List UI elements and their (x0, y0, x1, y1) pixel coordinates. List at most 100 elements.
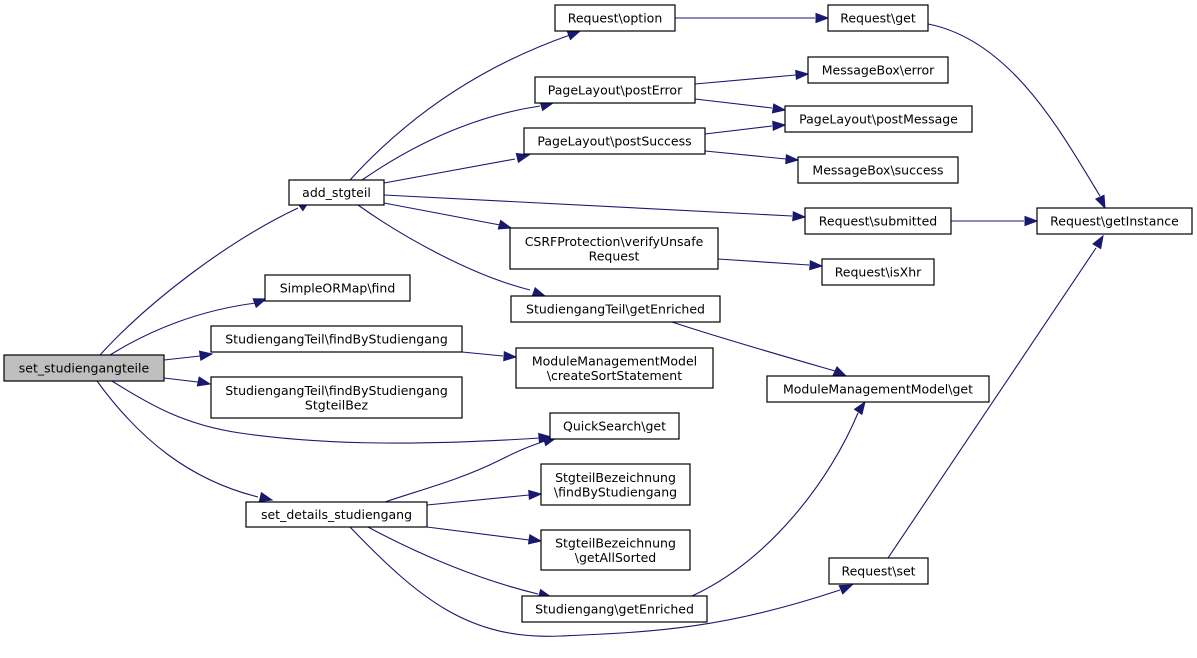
node-box[interactable] (288, 179, 385, 206)
edge-line (383, 202, 501, 226)
edge-line (383, 194, 793, 217)
node-box[interactable] (807, 56, 949, 84)
node-box[interactable] (245, 501, 428, 528)
arrowhead-icon (198, 350, 214, 361)
node-label: Request\get (840, 11, 916, 26)
node-pagelayout-postmessage[interactable]: PageLayout\postMessage (784, 105, 973, 133)
node-box[interactable] (3, 354, 165, 382)
node-box[interactable] (1036, 207, 1193, 235)
node-label: StudiengangTeil\getEnriched (526, 302, 705, 317)
node-messagebox-success[interactable]: MessageBox\success (797, 156, 959, 184)
edge-add_stgteil-to-pagelayout_posterror (361, 101, 555, 181)
edge-pagelayout_posterror-to-pagelayout_postmessage (694, 98, 787, 114)
arrowhead-icon (252, 298, 268, 309)
node-box[interactable] (828, 557, 929, 585)
node-box[interactable] (210, 325, 463, 353)
node-studiengangteil-getenriched[interactable]: StudiengangTeil\getEnriched (510, 295, 721, 323)
edge-line (704, 150, 787, 160)
arrowhead-icon (531, 286, 547, 297)
node-label: Request\option (568, 11, 663, 26)
node-box[interactable] (784, 105, 973, 133)
edge-set_details_studiengang-to-request_set (349, 526, 854, 637)
arrowhead-icon (258, 491, 274, 503)
node-stgteilbezeichnung-getallsorted[interactable]: StgteilBezeichnung\getAllSorted (540, 529, 691, 571)
node-label: StudiengangTeil\findByStudiengang (225, 332, 448, 347)
edge-request_submitted-to-request_getinstance (951, 215, 1039, 227)
node-box[interactable] (549, 412, 680, 440)
edge-set_details_studiengang-to-stgteilbezeichnung_getallsorted (426, 526, 543, 545)
node-request-set[interactable]: Request\set (828, 557, 929, 585)
node-label: StgteilBezeichnung (555, 470, 676, 485)
node-box[interactable] (827, 4, 929, 32)
edge-line (349, 526, 841, 637)
node-box[interactable] (521, 595, 708, 623)
node-box[interactable] (210, 376, 463, 419)
edge-line (349, 34, 571, 181)
node-stgteilbezeichnung-findbystudiengang[interactable]: StgteilBezeichnung\findByStudiengang (540, 463, 691, 506)
node-label: PageLayout\postMessage (799, 112, 958, 127)
edge-line (109, 302, 257, 356)
node-request-submitted[interactable]: Request\submitted (804, 207, 952, 235)
node-box[interactable] (540, 529, 691, 571)
arrowhead-icon (1092, 234, 1104, 250)
node-label: PageLayout\postSuccess (537, 134, 691, 149)
node-box[interactable] (534, 76, 696, 104)
arrowhead-icon (771, 103, 787, 114)
arrowhead-icon (1094, 194, 1106, 210)
node-pagelayout-postsuccess[interactable]: PageLayout\postSuccess (523, 127, 706, 155)
node-studiengangteil-findbystudiengang[interactable]: StudiengangTeil\findByStudiengang (210, 325, 463, 353)
edge-line (357, 204, 531, 291)
node-set-studiengangteile[interactable]: set_studiengangteile (3, 354, 165, 382)
arrowhead-icon (503, 350, 518, 362)
node-box[interactable] (554, 4, 676, 32)
node-request-getinstance[interactable]: Request\getInstance (1036, 207, 1193, 235)
node-label: ModuleManagementModel\get (783, 382, 973, 397)
edge-line (694, 98, 773, 109)
node-label: \createSortStatement (547, 368, 682, 383)
nodes-layer: set_studiengangteile add_stgteilSimpleORM… (3, 4, 1193, 623)
arrowhead-icon (795, 69, 810, 81)
node-box[interactable] (821, 258, 935, 286)
edge-request_set-to-request_getinstance (887, 234, 1104, 559)
edge-line (691, 412, 859, 597)
node-studiengangteil-findbystudiengangstgteilbez[interactable]: StudiengangTeil\findByStudiengangStgteil… (210, 376, 463, 419)
edge-add_stgteil-to-pagelayout_postsuccess (383, 152, 531, 184)
node-request-isxhr[interactable]: Request\isXhr (821, 258, 935, 286)
node-request-option[interactable]: Request\option (554, 4, 676, 32)
node-box[interactable] (510, 295, 721, 323)
node-label: Request\isXhr (835, 265, 922, 280)
node-label: Request (589, 248, 640, 263)
node-quicksearch-get[interactable]: QuickSearch\get (549, 412, 680, 440)
node-set-details-studiengang[interactable]: set_details_studiengang (245, 501, 428, 528)
node-modulemanagementmodel-createsortstatement[interactable]: ModuleManagementModel\createSortStatemen… (515, 347, 714, 389)
node-add-stgteil[interactable]: add_stgteil (288, 179, 385, 206)
node-box[interactable] (540, 463, 691, 506)
node-simpleormap-find[interactable]: SimpleORMap\find (264, 274, 411, 302)
node-label: StudiengangTeil\findByStudiengang (225, 383, 448, 398)
arrowhead-icon (515, 152, 531, 164)
node-box[interactable] (515, 347, 714, 389)
edge-line (426, 526, 530, 541)
node-box[interactable] (523, 127, 706, 155)
arrowhead-icon (566, 30, 582, 41)
node-label: set_details_studiengang (261, 507, 412, 522)
node-label: QuickSearch\get (563, 419, 666, 434)
node-box[interactable] (766, 375, 990, 403)
node-box[interactable] (804, 207, 952, 235)
arrowhead-icon (196, 376, 212, 387)
node-studiengang-getenriched[interactable]: Studiengang\getEnriched (521, 595, 708, 623)
edge-line (111, 380, 541, 444)
node-pagelayout-posterror[interactable]: PageLayout\postError (534, 76, 696, 104)
edge-pagelayout_postsuccess-to-pagelayout_postmessage (704, 120, 787, 135)
node-messagebox-error[interactable]: MessageBox\error (807, 56, 949, 84)
node-box[interactable] (797, 156, 959, 184)
node-modulemanagementmodel-get[interactable]: ModuleManagementModel\get (766, 375, 990, 403)
node-request-get[interactable]: Request\get (827, 4, 929, 32)
edge-line (361, 105, 541, 181)
node-label: Studiengang\getEnriched (535, 602, 694, 617)
node-label: StgteilBez (305, 397, 369, 412)
node-box[interactable] (264, 274, 411, 302)
node-box[interactable] (509, 227, 719, 270)
edge-studiengang_getenriched-to-modulemanagementmodel_get (691, 400, 866, 597)
